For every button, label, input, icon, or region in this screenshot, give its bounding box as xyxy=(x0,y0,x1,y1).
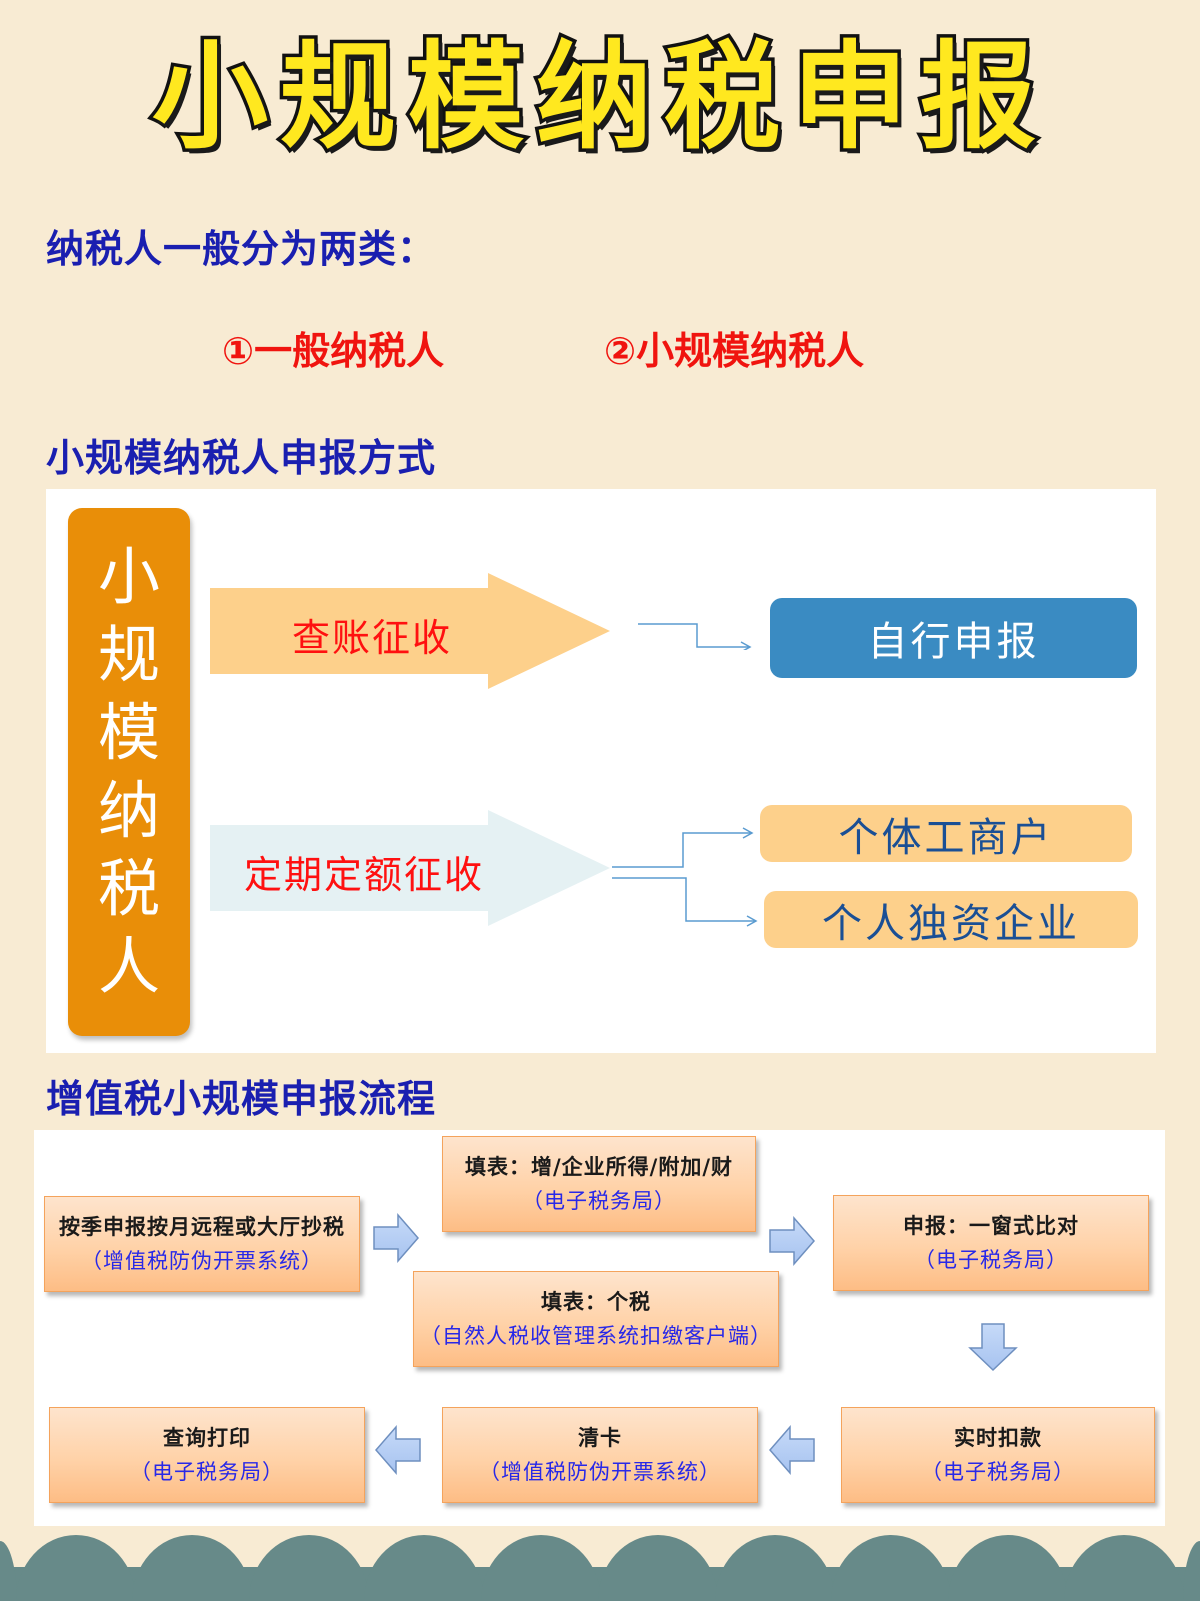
taxpayer-types-heading: 纳税人一般分为两类： xyxy=(46,227,437,271)
fixed-quota-collection-label: 定期定额征收 xyxy=(244,853,485,897)
step-title: 按季申报按月远程或大厅抄税 xyxy=(59,1214,345,1239)
right-arrow-icon xyxy=(210,573,610,689)
step-system: （电子税务局） xyxy=(130,1460,284,1484)
flow-right-arrow-icon xyxy=(373,1213,419,1263)
taxpayer-type-general: ①一般纳税人 xyxy=(222,329,445,373)
declaration-methods-heading: 小规模纳税人申报方式 xyxy=(46,436,437,480)
flow-right-arrow-icon xyxy=(769,1216,815,1266)
step-system: （增值税防伪开票系统） xyxy=(81,1249,323,1273)
small-scale-taxpayer-box: 小 规 模 纳 税 人 xyxy=(68,508,190,1036)
subject-char: 模 xyxy=(97,696,160,769)
subject-char: 纳 xyxy=(97,774,160,847)
flow-step-fill-vat-forms: 填表：增/企业所得/附加/财 （电子税务局） xyxy=(442,1136,756,1232)
step-system: （电子税务局） xyxy=(921,1460,1075,1484)
step-title: 填表：个税 xyxy=(541,1289,651,1314)
right-arrow-icon xyxy=(210,810,610,926)
flow-left-arrow-icon xyxy=(375,1425,421,1475)
step-system: （增值税防伪开票系统） xyxy=(479,1460,721,1484)
split-connector-arrow-icon xyxy=(612,827,758,927)
flow-down-arrow-icon xyxy=(968,1323,1018,1372)
step-title: 实时扣款 xyxy=(954,1425,1042,1450)
step-title: 填表：增/企业所得/附加/财 xyxy=(464,1154,733,1179)
flow-step-clear-card: 清卡 （增值税防伪开票系统） xyxy=(442,1407,758,1503)
scalloped-border-decoration xyxy=(0,1535,1200,1601)
audit-collection-arrow: 查账征收 xyxy=(210,573,610,689)
step-system: （电子税务局） xyxy=(914,1248,1068,1272)
step-title: 清卡 xyxy=(578,1425,622,1450)
subject-char: 小 xyxy=(97,540,160,613)
fixed-quota-collection-arrow: 定期定额征收 xyxy=(210,810,610,926)
flow-step-quarterly-filing: 按季申报按月远程或大厅抄税 （增值税防伪开票系统） xyxy=(44,1196,360,1292)
subject-char: 规 xyxy=(97,618,160,691)
connector-arrow-icon xyxy=(638,623,752,650)
flow-step-declare-comparison: 申报：一窗式比对 （电子税务局） xyxy=(833,1195,1149,1291)
subject-char: 税 xyxy=(97,852,160,925)
flow-step-query-print: 查询打印 （电子税务局） xyxy=(49,1407,365,1503)
step-title: 申报：一窗式比对 xyxy=(903,1213,1079,1238)
subject-char: 人 xyxy=(97,930,160,1003)
declaration-methods-diagram xyxy=(46,489,1156,1053)
self-declaration-box: 自行申报 xyxy=(770,598,1137,678)
step-title: 查询打印 xyxy=(163,1425,251,1450)
page-title: 小规模纳税申报 xyxy=(149,30,1048,165)
sole-proprietorship-box: 个人独资企业 xyxy=(764,891,1138,948)
flow-step-fill-individual-tax: 填表：个税 （自然人税收管理系统扣缴客户端） xyxy=(413,1271,779,1367)
individual-business-box: 个体工商户 xyxy=(760,805,1132,862)
audit-collection-label: 查账征收 xyxy=(292,616,453,660)
vat-process-heading: 增值税小规模申报流程 xyxy=(46,1077,437,1121)
step-system: （自然人税收管理系统扣缴客户端） xyxy=(420,1324,772,1348)
flow-left-arrow-icon xyxy=(769,1425,815,1475)
flow-step-realtime-deduction: 实时扣款 （电子税务局） xyxy=(841,1407,1155,1503)
step-system: （电子税务局） xyxy=(522,1189,676,1213)
taxpayer-type-small-scale: ②小规模纳税人 xyxy=(604,329,865,373)
